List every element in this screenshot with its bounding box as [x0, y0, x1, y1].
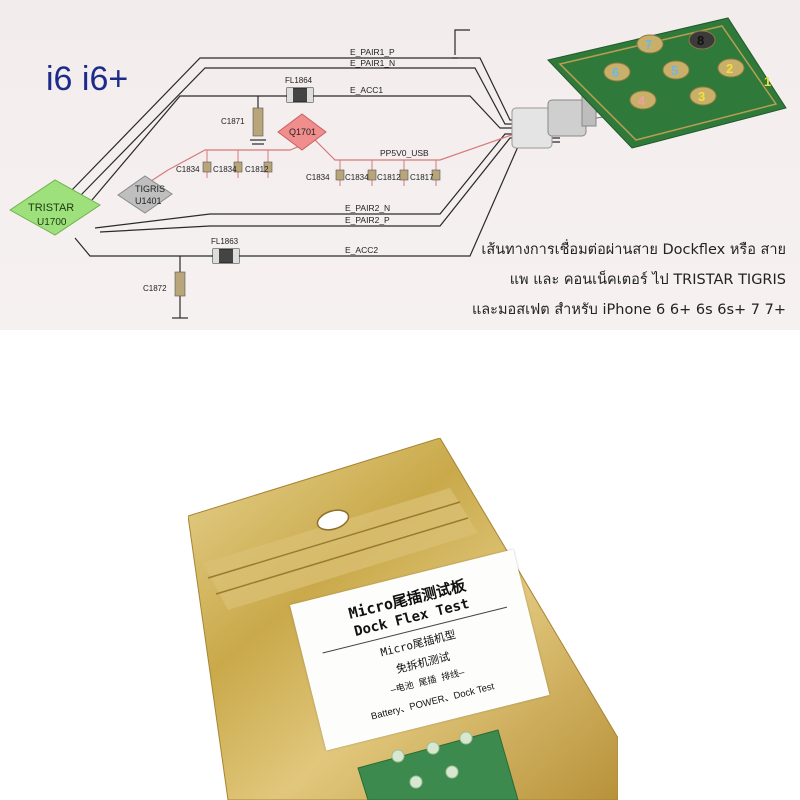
caption-line-3: และมอสเฟต สำหรับ iPhone 6 6+ 6s 6s+ 7 7+ [471, 302, 786, 318]
net-e-pair2-p: E_PAIR2_P [345, 215, 390, 225]
pad-label-1: 1 [764, 74, 771, 89]
mosfet-q1701 [277, 113, 327, 151]
pad-label-8: 8 [697, 33, 704, 48]
tigris-chip [117, 175, 173, 214]
cap-c1817 [431, 169, 441, 181]
pad-label-3: 3 [698, 89, 705, 104]
schematic-diagram: TRISTAR U1700 TIGRIS U1401 Q1701 E_PAIR1… [0, 0, 800, 330]
tristar-name: TRISTAR [28, 202, 74, 214]
label-fl1863: FL1863 [211, 237, 239, 246]
tristar-chip [9, 179, 101, 236]
mosfet-ref: Q1701 [289, 127, 316, 137]
pad-label-2: 2 [726, 61, 733, 76]
pad-2 [717, 58, 745, 78]
pad-label-6: 6 [612, 65, 619, 80]
cap-c1871 [252, 107, 264, 137]
label-c1871: C1871 [221, 117, 245, 126]
hang-hole [316, 509, 350, 531]
pad-3 [689, 86, 717, 106]
label-c1812-a: C1812 [245, 165, 269, 174]
schematic-svg: TRISTAR U1700 TIGRIS U1401 Q1701 E_PAIR1… [9, 17, 787, 319]
net-e-pair2-n: E_PAIR2_N [345, 203, 390, 213]
pad-5 [662, 60, 690, 80]
label-c1812-b: C1812 [377, 173, 401, 182]
net-pp5v0-usb: PP5V0_USB [380, 148, 429, 158]
pad-7 [636, 34, 664, 54]
label-fl1864: FL1864 [285, 76, 313, 85]
cap-c1834-b [233, 161, 243, 173]
tigris-ref: U1401 [135, 196, 162, 206]
label-c1834-d: C1834 [345, 173, 369, 182]
tristar-ref: U1700 [37, 217, 67, 228]
caption-line-2: แพ และ คอนเน็คเตอร์ ไป TRISTAR TIGRIS [509, 272, 786, 288]
net-e-acc1: E_ACC1 [350, 85, 383, 95]
label-c1817: C1817 [410, 173, 434, 182]
net-e-acc2: E_ACC2 [345, 245, 378, 255]
label-c1834-b: C1834 [213, 165, 237, 174]
cap-c1834-d [367, 169, 377, 181]
label-c1872: C1872 [143, 284, 167, 293]
pad-label-4: 4 [638, 93, 646, 108]
pad-label-5: 5 [671, 63, 678, 78]
test-pcb-board: 7 8 6 5 2 4 3 1 [547, 17, 787, 149]
trace-pp5v0-usb [167, 131, 560, 171]
pad-8 [688, 30, 716, 50]
cap-c1834-a [202, 161, 212, 173]
pad-4 [629, 90, 657, 110]
page-title: i6 i6+ [46, 60, 129, 98]
cap-c1812-a [263, 161, 273, 173]
label-c1834-a: C1834 [176, 165, 200, 174]
tigris-name: TIGRIS [135, 184, 165, 194]
cap-c1812-b [399, 169, 409, 181]
net-e-pair1-p: E_PAIR1_P [350, 47, 395, 57]
caption-line-1: เส้นทางการเชื่อมต่อผ่านสาย Dockflex หรือ… [481, 242, 786, 258]
pad-6 [603, 62, 631, 82]
label-c1834-c: C1834 [306, 173, 330, 182]
pad-label-7: 7 [645, 37, 652, 52]
cap-c1872 [174, 271, 186, 297]
net-e-pair1-n: E_PAIR1_N [350, 58, 395, 68]
bag-pcb [357, 729, 519, 800]
cap-c1834-c [335, 169, 345, 181]
